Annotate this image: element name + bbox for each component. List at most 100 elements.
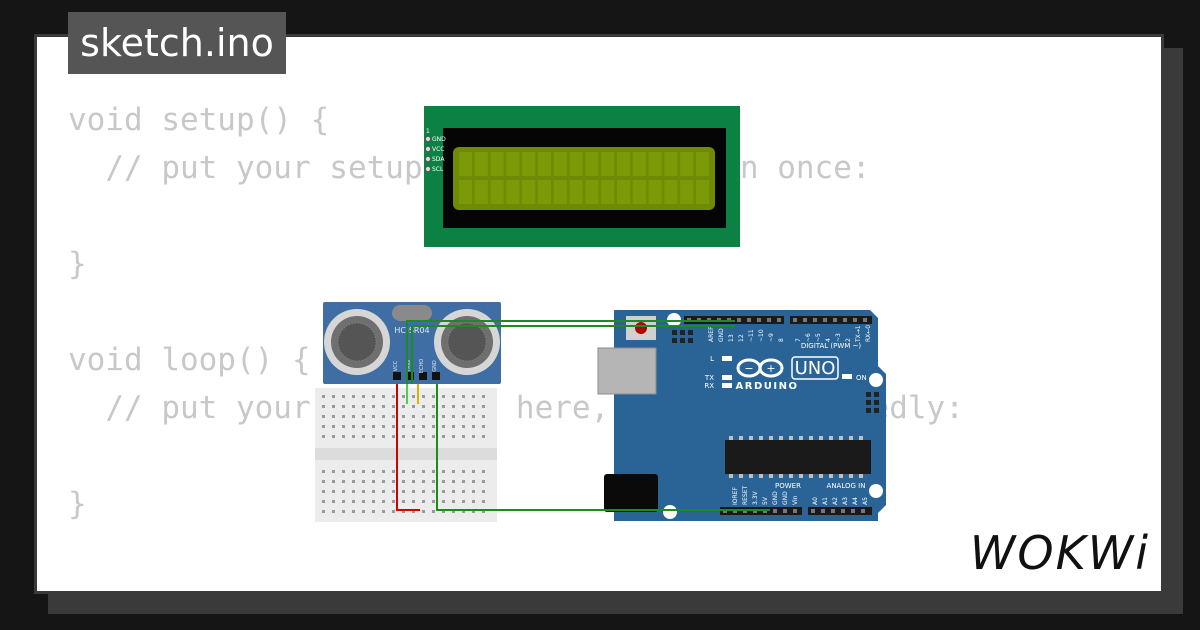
header-pin xyxy=(823,318,827,322)
breadboard-hole xyxy=(342,435,345,438)
breadboard-hole xyxy=(452,395,455,398)
code-line: } xyxy=(68,246,87,282)
breadboard-hole xyxy=(482,510,485,513)
reset-button[interactable] xyxy=(635,322,647,334)
mount-hole xyxy=(663,505,677,519)
chip-leg xyxy=(729,436,733,440)
icsp-pin xyxy=(680,338,685,343)
icsp-pin xyxy=(866,392,871,397)
breadboard-hole xyxy=(412,415,415,418)
lcd-cell xyxy=(522,180,536,204)
breadboard-hole xyxy=(352,405,355,408)
breadboard-hole xyxy=(442,415,445,418)
wire-echo[interactable] xyxy=(411,325,735,384)
breadboard-hole xyxy=(432,415,435,418)
breadboard-hole xyxy=(412,490,415,493)
breadboard-hole xyxy=(432,470,435,473)
breadboard-hole xyxy=(352,480,355,483)
header-pin xyxy=(831,509,835,513)
breadboard-hole xyxy=(342,510,345,513)
wire-trig[interactable] xyxy=(406,320,735,384)
breadboard-hole xyxy=(462,510,465,513)
sensor-pin-label: TRIG xyxy=(406,360,412,373)
header-pin xyxy=(803,318,807,322)
file-tab[interactable]: sketch.ino xyxy=(68,12,286,74)
breadboard-hole xyxy=(422,490,425,493)
breadboard-hole xyxy=(432,425,435,428)
chip-leg xyxy=(759,436,763,440)
breadboard-hole xyxy=(412,500,415,503)
breadboard-hole xyxy=(462,480,465,483)
breadboard-hole xyxy=(372,415,375,418)
pin-label: 7 xyxy=(795,338,802,342)
breadboard-hole xyxy=(352,510,355,513)
breadboard-hole xyxy=(482,480,485,483)
mount-hole xyxy=(869,373,883,387)
breadboard-hole xyxy=(482,405,485,408)
breadboard-hole xyxy=(352,470,355,473)
breadboard-hole xyxy=(412,405,415,408)
lcd-cell xyxy=(632,152,646,176)
pin-label: ~6 xyxy=(805,333,812,342)
breadboard-hole xyxy=(342,405,345,408)
breadboard-hole xyxy=(432,435,435,438)
lcd-pin xyxy=(424,165,432,173)
pin-label: RX←0 xyxy=(865,325,872,342)
breadboard[interactable] xyxy=(315,388,497,522)
lcd-cell xyxy=(632,180,646,204)
chip-leg xyxy=(769,436,773,440)
breadboard-hole xyxy=(452,500,455,503)
wires[interactable] xyxy=(396,320,770,511)
breadboard-hole xyxy=(392,425,395,428)
header-pin xyxy=(851,509,855,513)
header-pin xyxy=(767,318,771,322)
breadboard-hole xyxy=(432,490,435,493)
icsp-pin xyxy=(688,330,693,335)
breadboard-hole xyxy=(382,405,385,408)
breadboard-hole xyxy=(462,435,465,438)
breadboard-hole xyxy=(382,395,385,398)
lcd-cell xyxy=(490,152,504,176)
wire-gnd[interactable] xyxy=(436,384,770,511)
breadboard-hole xyxy=(482,470,485,473)
breadboard-hole xyxy=(472,435,475,438)
breadboard-hole xyxy=(392,500,395,503)
breadboard-hole xyxy=(392,415,395,418)
breadboard-hole xyxy=(362,490,365,493)
header-pin xyxy=(783,509,787,513)
breadboard-hole xyxy=(432,395,435,398)
breadboard-hole xyxy=(332,470,335,473)
breadboard-hole xyxy=(422,500,425,503)
breadboard-hole xyxy=(392,405,395,408)
pin-label: ~3 xyxy=(835,333,842,342)
breadboard-hole xyxy=(452,415,455,418)
lcd-cell xyxy=(664,152,678,176)
breadboard-hole xyxy=(462,490,465,493)
breadboard-hole xyxy=(462,415,465,418)
sensor-pin xyxy=(406,372,414,380)
chip-legs xyxy=(729,436,863,478)
chip-leg xyxy=(739,436,743,440)
breadboard-hole xyxy=(432,405,435,408)
on-label: ON xyxy=(856,374,867,382)
breadboard-hole xyxy=(382,425,385,428)
code-line: void setup() { xyxy=(68,102,330,138)
breadboard-hole xyxy=(352,435,355,438)
chip-leg xyxy=(769,474,773,478)
chip-leg xyxy=(789,474,793,478)
sensor-crystal xyxy=(392,305,432,321)
breadboard-hole xyxy=(442,425,445,428)
breadboard-hole xyxy=(332,425,335,428)
wire-vcc[interactable] xyxy=(396,384,420,511)
lcd-cell xyxy=(617,180,630,204)
breadboard-hole xyxy=(322,480,325,483)
breadboard-hole xyxy=(382,435,385,438)
analog-header xyxy=(808,507,872,515)
header-pin xyxy=(843,318,847,322)
icsp-header xyxy=(672,330,879,413)
breadboard-hole xyxy=(402,415,405,418)
